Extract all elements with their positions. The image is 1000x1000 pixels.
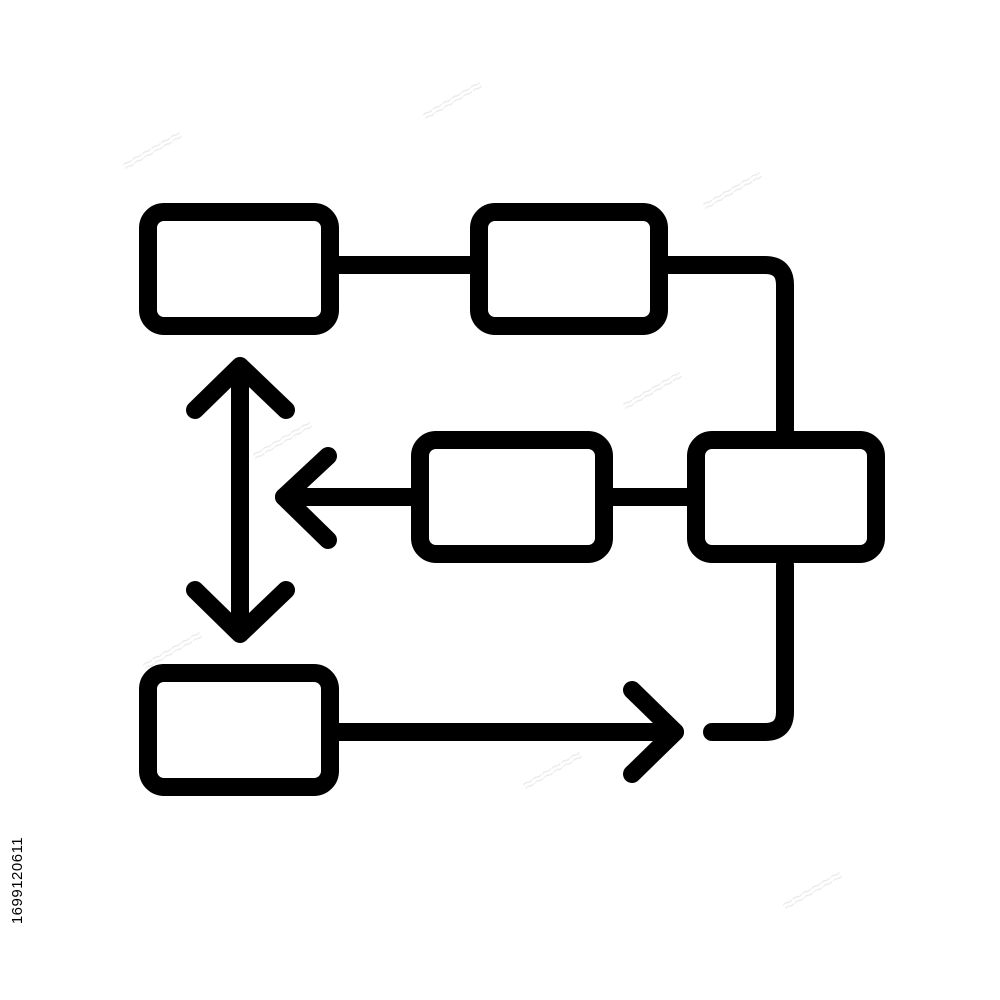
node-top-left [139, 203, 339, 335]
double-arrow-up-head [186, 357, 295, 419]
connector-bottom-right-elbow [703, 556, 794, 741]
node-middle [411, 431, 613, 563]
stock-id-text: 1699120611 [9, 836, 27, 924]
node-bottom-left [139, 664, 339, 796]
node-top-middle [470, 203, 668, 335]
double-arrow-down-head [186, 581, 295, 643]
arrow-right-head [623, 681, 684, 783]
arrow-left-head [275, 447, 337, 549]
node-right [687, 431, 885, 563]
connector-top-right-elbow [658, 256, 794, 439]
stock-id-vertical: 1699120611 [6, 760, 30, 1000]
